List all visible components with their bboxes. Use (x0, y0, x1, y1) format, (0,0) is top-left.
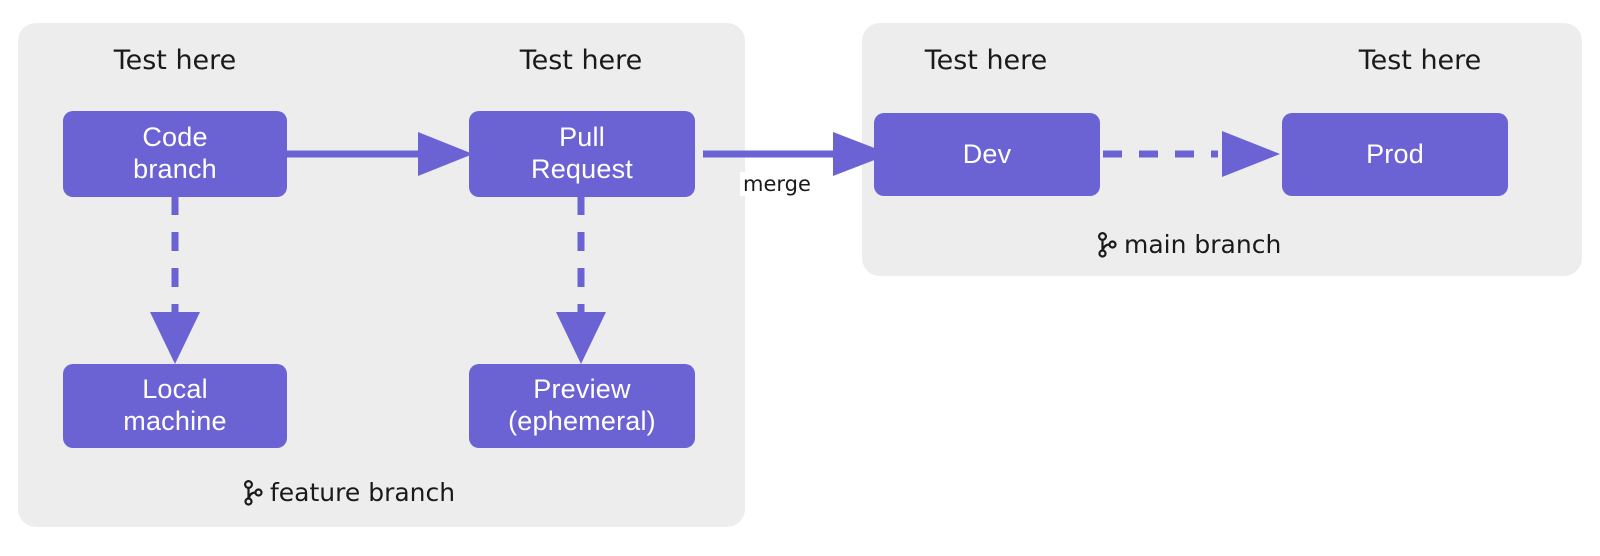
git-branch-icon (1097, 231, 1117, 258)
node-code-branch[interactable]: Code branch (63, 111, 287, 197)
stage-label-dev: Test here (924, 45, 1048, 76)
node-pull-request[interactable]: Pull Request (469, 111, 695, 197)
stage-label-code-branch: Test here (113, 45, 237, 76)
edge-label-merge: merge (740, 172, 814, 196)
node-prod[interactable]: Prod (1282, 113, 1508, 196)
node-preview[interactable]: Preview (ephemeral) (469, 364, 695, 448)
branch-caption-feature-label: feature branch (270, 478, 456, 507)
branch-caption-feature: feature branch (243, 478, 455, 507)
stage-label-prod: Test here (1358, 45, 1482, 76)
git-branch-icon (243, 479, 263, 506)
stage-label-pull-request: Test here (519, 45, 643, 76)
branch-caption-main-label: main branch (1124, 230, 1282, 259)
group-panel-feature-branch (18, 23, 745, 527)
node-local-machine[interactable]: Local machine (63, 364, 287, 448)
branch-caption-main: main branch (1097, 230, 1281, 259)
node-dev[interactable]: Dev (874, 113, 1100, 196)
